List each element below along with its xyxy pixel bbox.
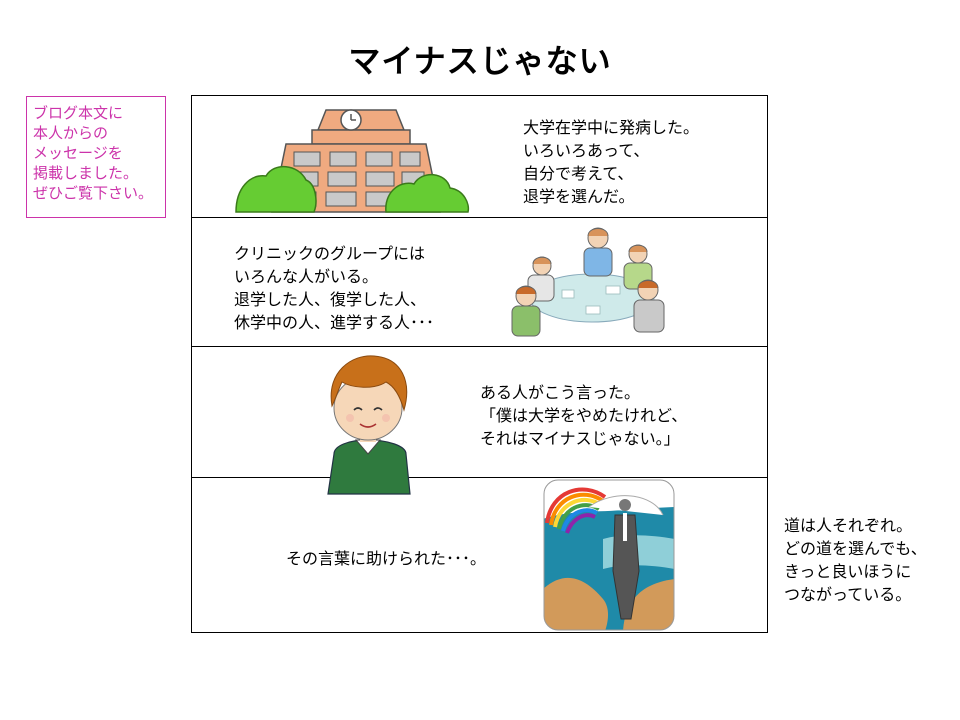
panel-text-line: 「僕は大学をやめたけれど、 — [480, 406, 688, 425]
panel1-text: 大学在学中に発病した。 いろいろあって、 自分で考えて、 退学を選んだ。 — [523, 116, 699, 208]
comic-panels: 大学在学中に発病した。 いろいろあって、 自分で考えて、 退学を選んだ。 クリニ… — [191, 95, 768, 633]
rainbow-seaside-figure-illustration — [543, 479, 675, 631]
panel-text-line: 退学を選んだ。 — [523, 187, 635, 206]
group-meeting-illustration — [511, 227, 665, 337]
panel-divider — [192, 346, 767, 347]
panel-text-line: 退学した人、復学した人、 — [234, 290, 427, 309]
panel2-text: クリニックのグループには いろんな人がいる。 退学した人、復学した人、 休学中の… — [234, 242, 434, 334]
panel-text-line: 自分で考えて、 — [523, 164, 634, 183]
school-building-illustration — [235, 109, 470, 213]
panel4-text: その言葉に助けられた･･･。 — [286, 547, 486, 570]
blog-note-box: ブログ本文に 本人からの メッセージを 掲載しました。 ぜひご覧下さい。 — [26, 96, 166, 218]
side-text-line: 道は人それぞれ。 — [784, 516, 913, 535]
panel-text-line: いろんな人がいる。 — [234, 267, 379, 286]
panel3-text: ある人がこう言った。 「僕は大学をやめたけれど、 それはマイナスじゃない。」 — [480, 381, 687, 450]
panel-text-line: それはマイナスじゃない。」 — [480, 429, 680, 448]
panel-divider — [192, 217, 767, 218]
note-line: メッセージを — [33, 144, 123, 162]
panel-text-line: いろいろあって、 — [523, 141, 650, 160]
side-text-line: きっと良いほうに — [784, 562, 912, 581]
panel-text-line: クリニックのグループには — [234, 244, 426, 263]
note-line: 掲載しました。 — [33, 164, 139, 182]
note-line: ぜひご覧下さい。 — [33, 184, 154, 202]
panel-text-line: 休学中の人、進学する人･･･ — [234, 313, 435, 332]
smiling-young-man-illustration — [327, 355, 411, 495]
side-text-line: どの道を選んでも、 — [784, 539, 927, 558]
panel-text-line: ある人がこう言った。 — [480, 383, 641, 402]
panel-text-line: 大学在学中に発病した。 — [523, 118, 700, 137]
note-line: ブログ本文に — [33, 104, 124, 122]
closing-message: 道は人それぞれ。 どの道を選んでも、 きっと良いほうに つながっている。 — [784, 514, 927, 606]
panel-text-line: その言葉に助けられた･･･。 — [286, 549, 487, 568]
page-title: マイナスじゃない — [348, 42, 612, 80]
side-text-line: つながっている。 — [784, 585, 912, 604]
note-line: 本人からの — [33, 124, 109, 142]
panel-divider — [192, 477, 767, 478]
